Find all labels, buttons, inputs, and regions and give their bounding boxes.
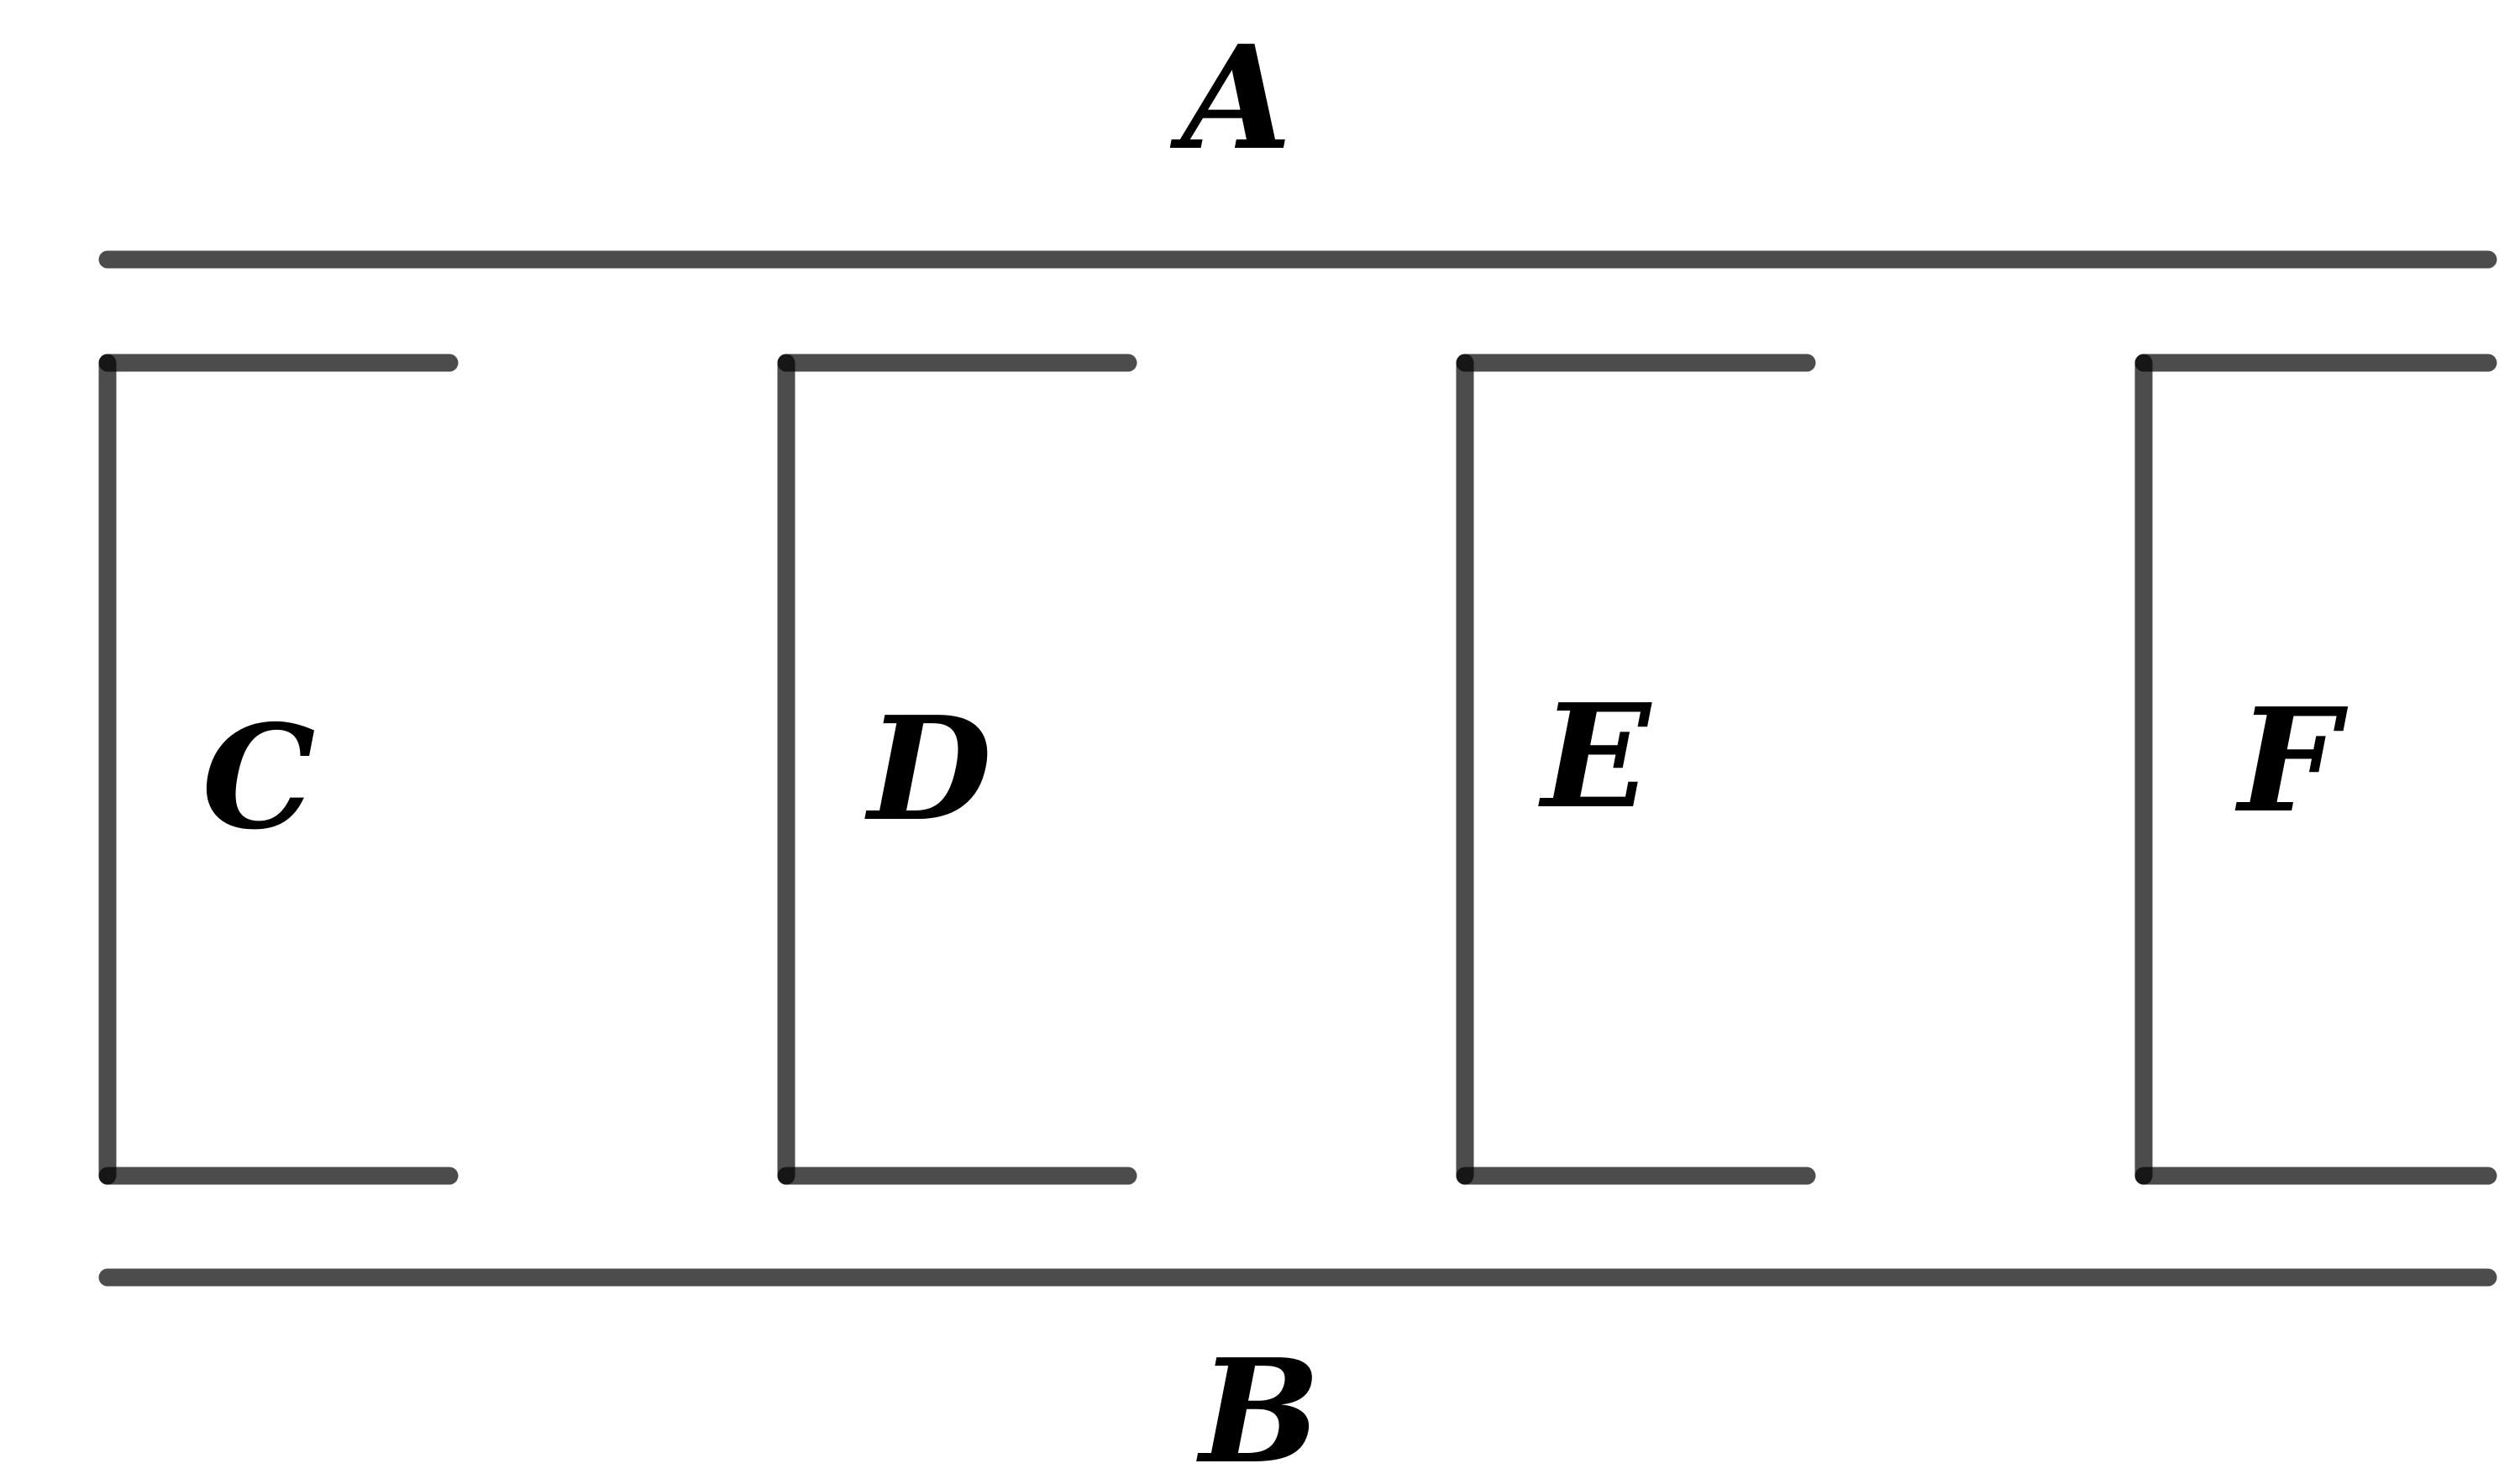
bracket-c xyxy=(98,354,459,1185)
label-f: F xyxy=(2235,677,2349,845)
label-c: C xyxy=(202,694,315,862)
label-d: D xyxy=(864,685,991,853)
label-e: E xyxy=(1538,673,1652,841)
bracket-f xyxy=(2134,354,2497,1185)
bracket-d xyxy=(777,354,1137,1185)
label-b: B xyxy=(1196,1328,1320,1479)
label-a: A xyxy=(1169,14,1292,182)
bracket-e xyxy=(1456,354,1816,1185)
